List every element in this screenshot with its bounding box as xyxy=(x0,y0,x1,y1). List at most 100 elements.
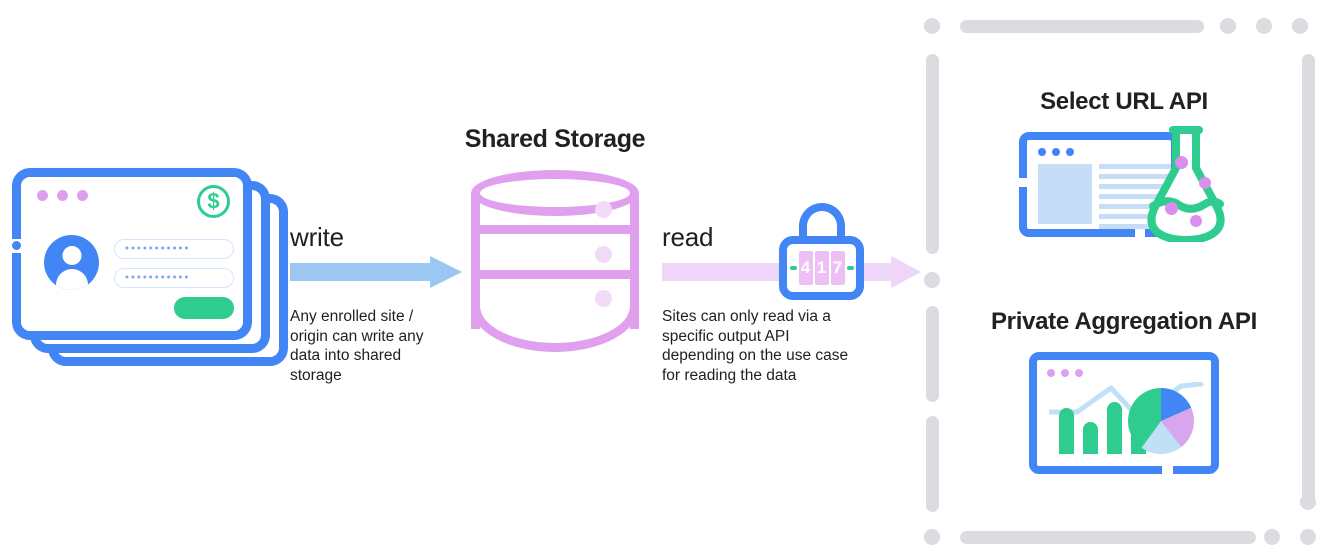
bar-1 xyxy=(1059,408,1074,454)
panel-border-top-bar xyxy=(960,20,1204,33)
read-arrow-head xyxy=(891,256,921,288)
panel-border-left-bar-3 xyxy=(926,416,939,512)
shared-storage-title: Shared Storage xyxy=(464,125,646,153)
flask-window-dots xyxy=(1038,148,1074,156)
flask-bubble-4 xyxy=(1190,215,1202,227)
password-field[interactable]: ••••••••••• xyxy=(114,268,234,288)
dial-dash-right xyxy=(846,266,854,270)
flask-window-dot-3 xyxy=(1066,148,1074,156)
write-flow-group: write Any enrolled site / origin can wri… xyxy=(290,222,465,385)
flask-window-dot-1 xyxy=(1038,148,1046,156)
panel-border-bottom-bar xyxy=(960,531,1256,544)
padlock-dial-3: 7 xyxy=(830,251,845,285)
select-url-api-title: Select URL API xyxy=(1040,88,1208,115)
bar-3 xyxy=(1107,402,1122,454)
flask-window-text-lines xyxy=(1099,164,1171,229)
card-left-notch-dot xyxy=(12,241,21,250)
combination-padlock-icon: 4 1 7 xyxy=(779,203,864,300)
panel-border-left-dot-1 xyxy=(924,272,940,288)
flask-icon xyxy=(1143,124,1229,244)
cylinder-top-ring xyxy=(471,170,639,216)
output-api-select-url[interactable]: Select URL API xyxy=(924,88,1324,244)
dashboard-charts-icon xyxy=(1029,352,1219,474)
cylinder-side-left xyxy=(471,193,480,329)
source-site-card-stack: $ ••••••••••• ••••••••••• xyxy=(12,168,297,368)
password-masked-value: ••••••••••• xyxy=(125,271,191,284)
window-dot-1 xyxy=(37,190,48,201)
dashboard-window-bottom-notch xyxy=(1162,466,1173,474)
username-masked-value: ••••••••••• xyxy=(125,242,191,255)
padlock-body: 4 1 7 xyxy=(779,236,864,300)
panel-border-bottom-dot-1 xyxy=(924,529,940,545)
write-arrow-shaft xyxy=(290,263,433,281)
panel-border-left-bar-1 xyxy=(926,54,939,254)
flask-window-bottom-notch xyxy=(1135,229,1145,237)
cylinder-indicator-1 xyxy=(595,201,612,218)
cylinder-indicator-3 xyxy=(595,290,612,307)
database-cylinder-icon xyxy=(471,170,639,352)
write-caption: Any enrolled site / origin can write any… xyxy=(290,308,424,384)
user-avatar-icon xyxy=(44,235,99,290)
panel-border-right-bar xyxy=(1302,54,1315,503)
flask-window-dot-2 xyxy=(1052,148,1060,156)
output-api-private-aggregation[interactable]: Private Aggregation API xyxy=(924,308,1324,474)
padlock-dials: 4 1 7 xyxy=(789,251,854,285)
write-label: write xyxy=(290,222,344,252)
dashboard-window xyxy=(1029,352,1219,474)
dollar-sign-icon: $ xyxy=(197,185,230,218)
text-line xyxy=(1099,214,1171,219)
flask-window-thumbnail xyxy=(1038,164,1092,224)
dollar-symbol: $ xyxy=(207,188,220,214)
shared-storage-group: Shared Storage xyxy=(440,125,670,352)
flask-bubble-1 xyxy=(1175,156,1188,169)
read-label: read xyxy=(662,222,714,252)
flask-window-left-notch xyxy=(1019,178,1027,187)
panel-border-top-dot-2 xyxy=(1220,18,1236,34)
panel-border-top-dot-3 xyxy=(1256,18,1272,34)
bar-2 xyxy=(1083,422,1098,454)
cylinder-indicator-2 xyxy=(595,246,612,263)
window-dot-2 xyxy=(57,190,68,201)
cylinder-band-1 xyxy=(471,225,639,234)
window-controls-dots xyxy=(37,190,88,201)
text-line xyxy=(1099,224,1171,229)
flask-bubble-3 xyxy=(1165,202,1178,215)
write-arrow-head xyxy=(430,256,462,288)
dashboard-window-dot-1 xyxy=(1047,369,1055,377)
panel-border-top-dot-4 xyxy=(1292,18,1308,34)
output-apis-panel: Select URL API xyxy=(924,10,1324,545)
pie-chart xyxy=(1128,388,1194,454)
padlock-dial-2: 1 xyxy=(814,251,829,285)
avatar-head xyxy=(62,246,81,265)
dashboard-window-dots xyxy=(1047,369,1083,377)
submit-button[interactable] xyxy=(174,297,234,319)
text-line xyxy=(1099,184,1171,189)
cylinder-bottom xyxy=(471,306,639,352)
panel-border-bottom-dot-2 xyxy=(1264,529,1280,545)
flask-bubble-2 xyxy=(1199,177,1211,189)
panel-border-left-bar-2 xyxy=(926,306,939,402)
username-field[interactable]: ••••••••••• xyxy=(114,239,234,259)
dashboard-window-dot-3 xyxy=(1075,369,1083,377)
read-caption: Sites can only read via a specific outpu… xyxy=(662,308,849,384)
padlock-dial-1: 4 xyxy=(798,251,813,285)
write-arrow xyxy=(290,256,462,295)
panel-border-top-dot-1 xyxy=(924,18,940,34)
private-aggregation-api-title: Private Aggregation API xyxy=(990,308,1258,335)
text-line xyxy=(1099,204,1171,209)
flask-svg xyxy=(1147,126,1225,244)
window-dot-3 xyxy=(77,190,88,201)
text-line xyxy=(1099,164,1171,169)
card-front: $ ••••••••••• ••••••••••• xyxy=(12,168,252,340)
text-line xyxy=(1099,174,1171,179)
avatar-body xyxy=(55,269,88,290)
dashboard-window-dot-2 xyxy=(1061,369,1069,377)
panel-border-right-dot-1 xyxy=(1300,494,1316,510)
dial-dash-left xyxy=(789,266,797,270)
cylinder-side-right xyxy=(630,193,639,329)
browser-window-with-flask-icon xyxy=(1019,126,1229,244)
panel-border-right-dot-2 xyxy=(1300,529,1316,545)
text-line xyxy=(1099,194,1171,199)
cylinder-band-2 xyxy=(471,270,639,279)
